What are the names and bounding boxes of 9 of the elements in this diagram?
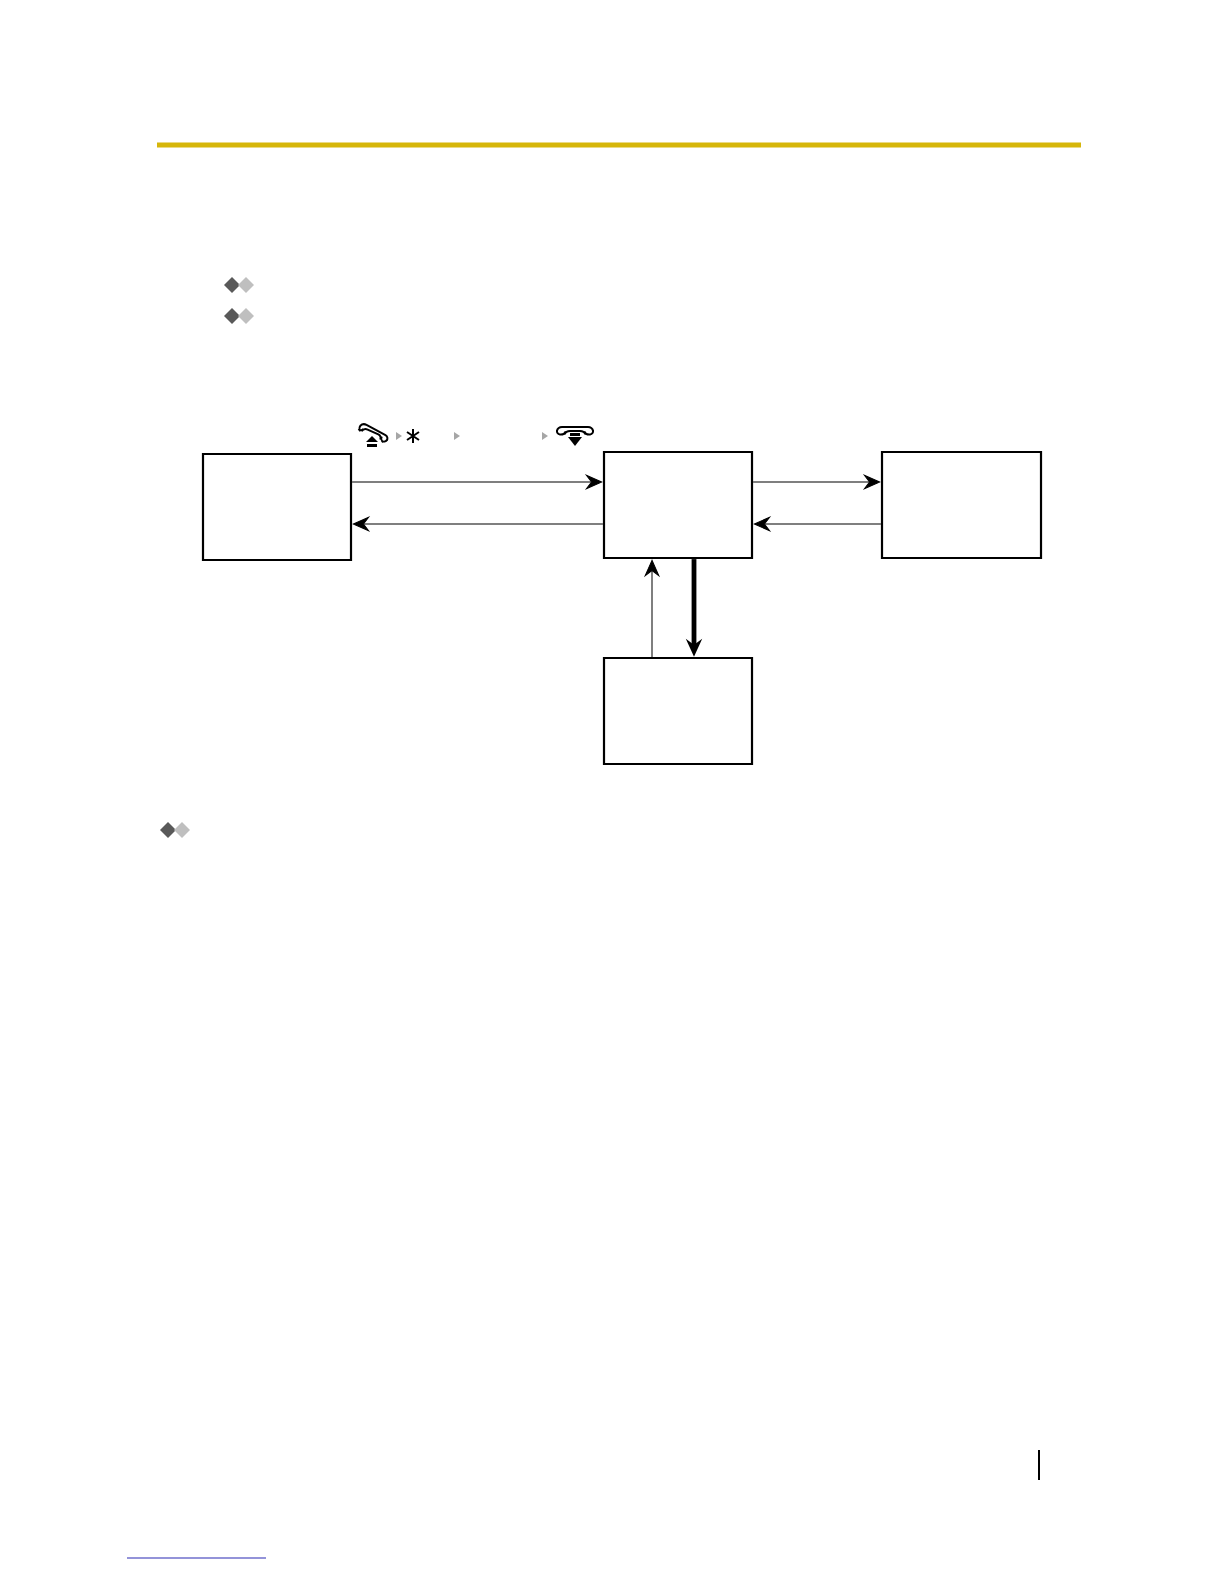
arrow (644, 559, 660, 658)
process-box (602, 656, 754, 766)
process-box (880, 450, 1043, 560)
arrow (351, 474, 603, 490)
process-box (602, 450, 754, 560)
arrow (352, 516, 604, 532)
process-box (201, 452, 353, 562)
arrow (752, 474, 881, 490)
arrow (753, 516, 882, 532)
